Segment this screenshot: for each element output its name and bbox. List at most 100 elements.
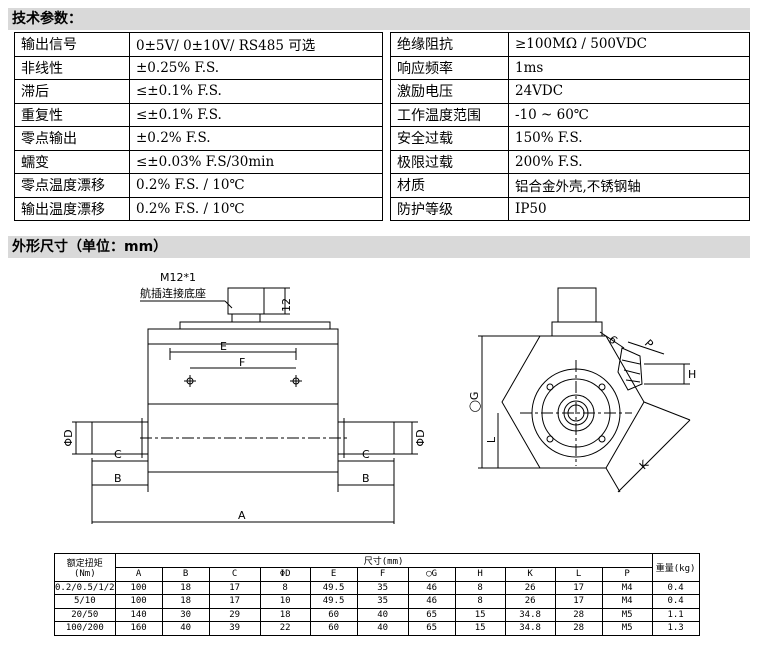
dims-weight: 0.4 bbox=[651, 580, 700, 595]
dims-column-header: B bbox=[161, 567, 210, 582]
spec-gap bbox=[382, 79, 391, 103]
dims-column-header: ◯G bbox=[407, 567, 456, 582]
dims-weight: 1.3 bbox=[651, 621, 700, 636]
dims-cell: 34.8 bbox=[504, 607, 556, 622]
spec-name: 材质 bbox=[390, 173, 509, 198]
dim-label-E: E bbox=[220, 340, 227, 353]
dims-torque: 0.2/0.5/1/2 bbox=[54, 580, 116, 595]
dims-cell: 18 bbox=[161, 594, 210, 609]
connector-label-line2: 航插连接底座 bbox=[140, 286, 206, 300]
dims-weight: 1.1 bbox=[651, 607, 700, 622]
dim-label-6: 6 bbox=[606, 333, 620, 347]
dims-cell: 40 bbox=[356, 621, 409, 636]
spec-row: 重复性≤±0.1% F.S. 工作温度范围-10 ~ 60℃ bbox=[14, 102, 750, 127]
dims-cell: 65 bbox=[407, 607, 456, 622]
dim-label-K: K bbox=[637, 457, 652, 472]
spec-value: 0±5V/ 0±10V/ RS485 可选 bbox=[129, 32, 383, 57]
dim-label-H: H bbox=[688, 368, 696, 381]
front-view: 12 E F ΦD bbox=[62, 287, 427, 524]
dims-column-header: A bbox=[114, 567, 163, 582]
dims-cell: 8 bbox=[454, 580, 506, 595]
spec-name: 极限过载 bbox=[390, 149, 509, 174]
spec-section-title: 技术参数： bbox=[8, 8, 750, 30]
dims-column-header: P bbox=[601, 567, 653, 582]
spec-value: 0.2% F.S. / 10℃ bbox=[129, 173, 383, 198]
size-header: 尺寸(mm) bbox=[114, 553, 653, 568]
dim-label-B-left: B bbox=[114, 472, 122, 485]
dims-column-header: L bbox=[554, 567, 603, 582]
spec-value: 铝合金外壳,不锈钢轴 bbox=[508, 173, 750, 198]
dim-label-A: A bbox=[238, 509, 246, 522]
spec-gap bbox=[382, 32, 391, 56]
spec-value: 200% F.S. bbox=[508, 149, 750, 174]
spec-name: 零点温度漂移 bbox=[14, 173, 130, 198]
dims-cell: 35 bbox=[356, 580, 409, 595]
spec-value: ≤±0.1% F.S. bbox=[129, 102, 383, 127]
spec-gap bbox=[382, 150, 391, 174]
spec-name: 零点输出 bbox=[14, 126, 130, 151]
spec-name: 工作温度范围 bbox=[390, 102, 509, 127]
spec-value: IP50 bbox=[508, 196, 750, 221]
dims-cell: 17 bbox=[554, 580, 603, 595]
dims-column-header: ΦD bbox=[259, 567, 311, 582]
dim-label-phiD-right: ΦD bbox=[414, 429, 427, 446]
dims-cell: M4 bbox=[601, 594, 653, 609]
dims-torque: 100/200 bbox=[54, 621, 116, 636]
dims-column-header: H bbox=[454, 567, 506, 582]
dims-cell: 46 bbox=[407, 580, 456, 595]
spec-gap bbox=[382, 197, 391, 221]
dims-cell: 40 bbox=[356, 607, 409, 622]
dims-column-header: E bbox=[309, 567, 358, 582]
dims-cell: 22 bbox=[259, 621, 311, 636]
dimension-section-title: 外形尺寸（单位：mm） bbox=[8, 236, 750, 258]
dims-cell: 18 bbox=[259, 607, 311, 622]
spec-name: 响应频率 bbox=[390, 55, 509, 80]
spec-gap bbox=[382, 56, 391, 80]
dims-column-header: F bbox=[356, 567, 409, 582]
spec-name: 蠕变 bbox=[14, 149, 130, 174]
spec-name: 输出信号 bbox=[14, 32, 130, 57]
spec-value: 0.2% F.S. / 10℃ bbox=[129, 196, 383, 221]
dim-label-12: 12 bbox=[280, 298, 293, 312]
rated-torque-header: 额定扭矩(Nm) bbox=[54, 553, 116, 582]
spec-gap bbox=[382, 103, 391, 127]
spec-value: -10 ~ 60℃ bbox=[508, 102, 750, 127]
dims-cell: 49.5 bbox=[309, 580, 358, 595]
dims-cell: M4 bbox=[601, 580, 653, 595]
dims-column-header: K bbox=[504, 567, 556, 582]
spec-value: 150% F.S. bbox=[508, 126, 750, 151]
spec-value: ≤±0.03% F.S/30min bbox=[129, 149, 383, 174]
spec-value: 1ms bbox=[508, 55, 750, 80]
dims-cell: 100 bbox=[114, 594, 163, 609]
spec-name: 非线性 bbox=[14, 55, 130, 80]
dims-cell: 46 bbox=[407, 594, 456, 609]
dims-cell: 34.8 bbox=[504, 621, 556, 636]
dims-cell: 8 bbox=[259, 580, 311, 595]
dims-cell: 17 bbox=[208, 594, 261, 609]
spec-value: ±0.2% F.S. bbox=[129, 126, 383, 151]
dims-cell: 28 bbox=[554, 621, 603, 636]
spec-name: 激励电压 bbox=[390, 79, 509, 104]
dims-cell: 60 bbox=[309, 607, 358, 622]
spec-value: ≤±0.1% F.S. bbox=[129, 79, 383, 104]
spec-value: ≥100MΩ / 500VDC bbox=[508, 32, 750, 57]
connector-label-line1: M12*1 bbox=[160, 271, 196, 284]
dims-cell: 18 bbox=[161, 580, 210, 595]
dim-label-L: L bbox=[485, 436, 498, 443]
dims-cell: 10 bbox=[259, 594, 311, 609]
dims-cell: 8 bbox=[454, 594, 506, 609]
weight-header: 重量(kg) bbox=[651, 553, 700, 582]
dims-cell: 35 bbox=[356, 594, 409, 609]
spec-name: 重复性 bbox=[14, 102, 130, 127]
dims-torque: 20/50 bbox=[54, 607, 116, 622]
spec-value: ±0.25% F.S. bbox=[129, 55, 383, 80]
